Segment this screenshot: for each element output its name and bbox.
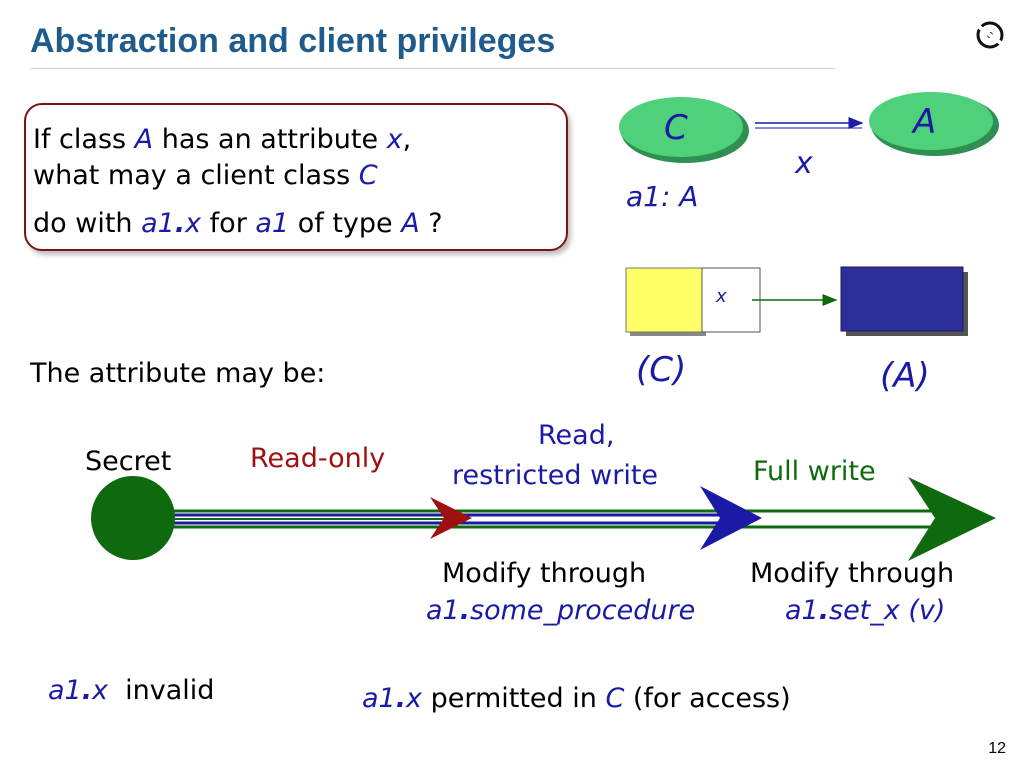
declaration-label: a1: A bbox=[626, 180, 699, 213]
question-text: of type bbox=[289, 208, 402, 239]
invalid-text: invalid bbox=[125, 675, 215, 706]
intro-text: The attribute may be: bbox=[30, 358, 326, 389]
client-class-label: C bbox=[664, 108, 688, 148]
client-class-ellipse bbox=[619, 97, 743, 157]
procedure-call-1: a1.some_procedure bbox=[426, 595, 696, 626]
question-line-3: do with a1.x for a1 of type A ? bbox=[33, 208, 443, 239]
proc1-object: a1 bbox=[426, 595, 460, 626]
attribute-name-x: x bbox=[386, 124, 403, 155]
question-text: do with bbox=[33, 208, 142, 239]
page-number: 12 bbox=[988, 740, 1006, 757]
type-name-a: A bbox=[401, 208, 420, 239]
level-full-write: Full write bbox=[753, 456, 876, 487]
question-text: has an attribute bbox=[153, 124, 387, 155]
proc2-name: set_x bbox=[829, 595, 900, 626]
level-read-only: Read-only bbox=[250, 443, 386, 474]
full-write-arrowhead bbox=[908, 477, 996, 561]
proc2-object: a1 bbox=[785, 595, 819, 626]
invalid-note: a1.x invalid bbox=[48, 675, 215, 706]
invalid-object: a1 bbox=[48, 675, 82, 706]
question-text: ? bbox=[419, 208, 443, 239]
level-secret: Secret bbox=[85, 446, 172, 477]
invalid-attribute: x bbox=[92, 675, 108, 706]
field-cell-x bbox=[701, 267, 761, 333]
class-name-c: C bbox=[358, 160, 378, 191]
question-text: If class bbox=[33, 124, 135, 155]
supplier-class-label: A bbox=[913, 102, 937, 142]
title-divider bbox=[30, 68, 835, 69]
supplier-object-box bbox=[840, 266, 964, 332]
secret-endpoint-circle bbox=[91, 476, 175, 560]
read-only-arrowhead bbox=[430, 497, 472, 539]
slide-title: Abstraction and client privileges bbox=[30, 22, 556, 60]
relation-attribute-label: x bbox=[795, 146, 813, 181]
permitted-attribute: x bbox=[406, 683, 422, 714]
client-object-box bbox=[625, 267, 703, 333]
procedure-call-2: a1.set_x (v) bbox=[785, 595, 946, 626]
question-text: what may a client class bbox=[33, 160, 359, 191]
expr-attribute: x bbox=[185, 208, 202, 239]
client-object-caption: (C) bbox=[636, 350, 687, 390]
supplier-class-ellipse bbox=[869, 92, 993, 150]
expr-dot: . bbox=[174, 208, 186, 239]
question-line-2: what may a client class C bbox=[33, 160, 378, 191]
expr-object: a1 bbox=[141, 208, 175, 239]
proc1-name: some_procedure bbox=[470, 595, 696, 626]
question-text: for bbox=[201, 208, 256, 239]
supplier-object-caption: (A) bbox=[880, 356, 930, 396]
proc2-paren-open: ( bbox=[899, 595, 919, 626]
permitted-text-tail: (for access) bbox=[624, 683, 791, 714]
field-label-x: x bbox=[716, 286, 727, 307]
variable-a1: a1 bbox=[255, 208, 290, 239]
proc2-argument: v bbox=[918, 595, 935, 626]
permitted-class: C bbox=[605, 683, 625, 714]
modify-note-1: Modify through bbox=[442, 558, 647, 589]
question-text: , bbox=[402, 124, 412, 155]
question-line-1: If class A has an attribute x, bbox=[33, 124, 411, 155]
permitted-note: a1.x permitted in C (for access) bbox=[362, 683, 791, 714]
level-restricted-line1: Read, bbox=[538, 420, 615, 451]
question-box bbox=[24, 103, 568, 251]
eiffel-logo-icon bbox=[976, 21, 1004, 49]
permitted-text: permitted in bbox=[421, 683, 606, 714]
permitted-object: a1 bbox=[362, 683, 396, 714]
class-name-a: A bbox=[134, 124, 154, 155]
modify-note-2: Modify through bbox=[750, 558, 955, 589]
restricted-write-arrowhead bbox=[700, 486, 762, 550]
proc2-paren-close: ) bbox=[934, 595, 946, 626]
level-restricted-line2: restricted write bbox=[452, 460, 659, 491]
